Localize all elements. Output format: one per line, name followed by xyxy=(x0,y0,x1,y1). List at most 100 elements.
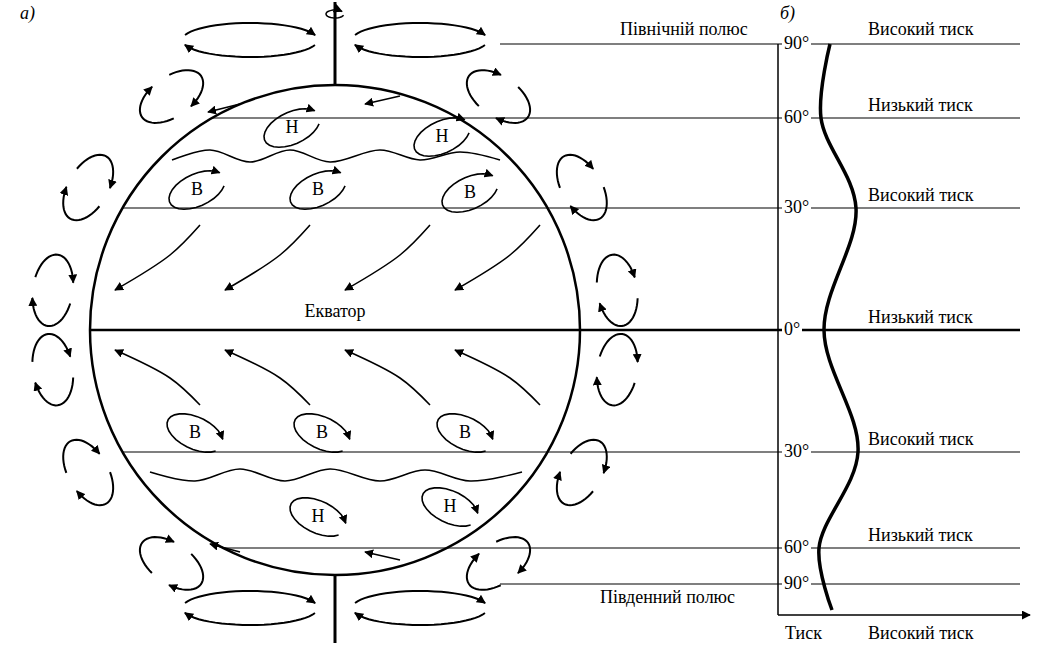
eddy-arrow xyxy=(290,171,345,210)
circulation-cell xyxy=(63,187,99,220)
circulation-cell xyxy=(32,334,70,362)
low-pressure-letter: Н xyxy=(286,118,299,138)
trade-wind-arrow xyxy=(115,225,200,290)
circulation-cell xyxy=(32,298,70,326)
pressure-label: Низький тиск xyxy=(868,526,973,546)
circulation-cell xyxy=(571,440,607,473)
polar-loop xyxy=(185,45,315,57)
eddy-arrow xyxy=(414,118,469,157)
trade-wind-arrow xyxy=(455,225,540,290)
circulation-cell xyxy=(77,155,113,188)
low-pressure-letter: Н xyxy=(436,127,449,147)
pole-line xyxy=(500,583,1020,584)
trade-wind-arrow xyxy=(455,350,540,405)
high-pressure-letter: В xyxy=(464,183,476,203)
rotation-axis xyxy=(334,575,337,643)
circulation-cell xyxy=(467,70,501,106)
polar-front xyxy=(150,469,522,481)
latitude-line xyxy=(223,547,1020,548)
circulation-cell xyxy=(557,155,593,188)
polar-loop xyxy=(355,613,485,625)
high-pressure-letter: В xyxy=(459,423,471,443)
high-pressure-letter: В xyxy=(312,180,324,200)
eddy-arrow xyxy=(264,109,319,148)
eddy-arrow xyxy=(422,488,478,526)
latitude-label: 90° xyxy=(782,34,811,54)
eddy-arrow xyxy=(169,171,224,210)
circulation-cell xyxy=(77,472,113,505)
trade-wind-arrow xyxy=(225,225,310,290)
circulation-cell xyxy=(169,70,203,106)
pressure-label: Високий тиск xyxy=(868,20,973,40)
circulation-cell xyxy=(600,298,638,326)
latitude-label: 90° xyxy=(782,574,811,594)
easterly-arrow xyxy=(365,96,400,104)
high-pressure-letter: В xyxy=(189,423,201,443)
chart-axis xyxy=(777,44,779,615)
eddy-arrow xyxy=(442,174,497,213)
polar-front xyxy=(172,150,500,162)
circulation-cell xyxy=(140,87,174,123)
trade-wind-arrow xyxy=(345,350,430,405)
eddy-arrow xyxy=(437,414,493,452)
polar-loop xyxy=(355,45,485,57)
drawing xyxy=(32,2,1030,643)
high-pressure-letter: В xyxy=(191,180,203,200)
latitude-label: 0° xyxy=(782,320,802,340)
polar-loop xyxy=(185,591,315,603)
pressure-label: Низький тиск xyxy=(868,96,973,116)
panel-label: б) xyxy=(780,4,795,24)
trade-wind-arrow xyxy=(225,350,310,405)
polar-loop xyxy=(185,613,315,625)
easterly-arrow xyxy=(208,104,240,112)
circulation-cell xyxy=(140,537,174,573)
low-pressure-letter: Н xyxy=(444,497,457,517)
circulation-cell xyxy=(557,472,593,505)
panel-label: а) xyxy=(20,4,35,24)
rotation-arrow xyxy=(326,10,344,18)
trade-wind-arrow xyxy=(345,225,430,290)
latitude-label: 30° xyxy=(782,442,811,462)
easterly-arrow xyxy=(365,552,400,560)
equator-label: Екватор xyxy=(304,302,365,322)
circulation-cell xyxy=(63,440,99,473)
eddy-arrow xyxy=(167,414,223,452)
latitude-label: 60° xyxy=(782,538,811,558)
polar-loop xyxy=(355,23,485,35)
circulation-cell xyxy=(496,87,530,123)
pole-label: Північній полюс xyxy=(620,20,748,40)
circulation-cell xyxy=(597,255,635,283)
circulation-cell xyxy=(35,378,73,406)
polar-loop xyxy=(355,591,485,603)
chart-axis xyxy=(778,614,1030,616)
latitude-line xyxy=(90,329,1020,332)
easterly-arrow xyxy=(210,544,240,552)
circulation-cell xyxy=(597,377,635,405)
rotation-axis xyxy=(334,2,337,85)
eddy-arrow xyxy=(290,498,346,536)
circulation-cell xyxy=(467,554,501,590)
pressure-label: Високий тиск xyxy=(868,186,973,206)
high-pressure-letter: В xyxy=(316,423,328,443)
latitude-line xyxy=(212,117,1020,118)
axis-label: Тиск xyxy=(785,624,822,644)
circulation-cell xyxy=(35,255,73,283)
globe-outline xyxy=(90,85,580,575)
low-pressure-letter: Н xyxy=(312,507,325,527)
circulation-cell xyxy=(496,537,530,573)
polar-loop xyxy=(185,23,315,35)
circulation-cell xyxy=(570,187,606,220)
circulation-cell xyxy=(169,554,203,590)
latitude-label: 60° xyxy=(782,108,811,128)
axis-label: Високий тиск xyxy=(868,624,973,644)
pole-label: Південний полюс xyxy=(600,588,735,608)
pole-line xyxy=(500,43,1020,44)
latitude-label: 30° xyxy=(782,198,811,218)
pressure-curve xyxy=(819,44,858,610)
pressure-label: Низький тиск xyxy=(868,308,973,328)
circulation-cell xyxy=(600,334,638,362)
pressure-label: Високий тиск xyxy=(868,430,973,450)
trade-wind-arrow xyxy=(115,350,200,405)
